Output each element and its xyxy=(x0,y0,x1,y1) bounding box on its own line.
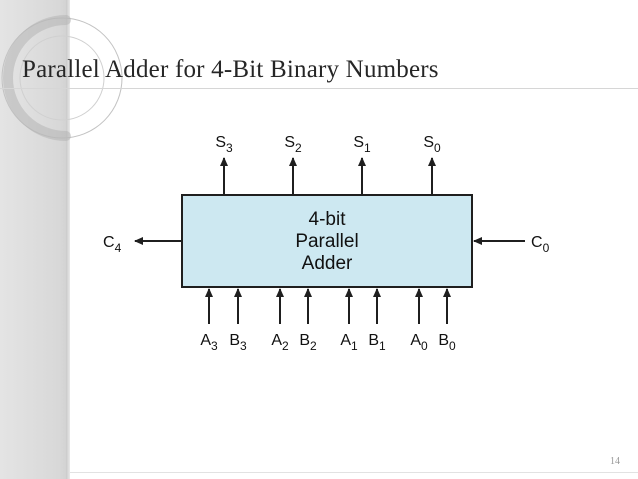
input-label-b3: B3 xyxy=(229,332,247,353)
output-label-s3-letter: S xyxy=(215,134,226,151)
input-label-b0: B0 xyxy=(438,332,456,353)
block-label-line-1: 4-bit xyxy=(309,209,347,230)
carry-out-label-subscript: 4 xyxy=(115,241,122,255)
input-label-a3-subscript: 3 xyxy=(211,339,218,353)
carry-in-label-subscript: 0 xyxy=(543,241,550,255)
input-label-b1: B1 xyxy=(368,332,386,353)
carry-out-label-letter: C xyxy=(103,234,115,251)
output-label-s3-subscript: 3 xyxy=(226,141,233,155)
input-label-a2: A2 xyxy=(271,332,289,353)
input-label-a0: A0 xyxy=(410,332,428,353)
input-label-a3-letter: A xyxy=(200,332,211,349)
slide-number: 14 xyxy=(610,456,620,467)
input-label-b0-subscript: 0 xyxy=(449,339,456,353)
output-label-s1-subscript: 1 xyxy=(364,141,371,155)
input-label-b1-letter: B xyxy=(368,332,379,349)
input-label-a1: A1 xyxy=(340,332,358,353)
output-label-s0: S0 xyxy=(423,134,441,155)
input-label-b2-subscript: 2 xyxy=(310,339,317,353)
input-label-a1-subscript: 1 xyxy=(351,339,358,353)
decorative-circles xyxy=(1,15,123,141)
output-label-s3: S3 xyxy=(215,134,233,155)
output-label-s0-letter: S xyxy=(423,134,434,151)
slide-title: Parallel Adder for 4-Bit Binary Numbers xyxy=(22,56,439,83)
input-label-b3-letter: B xyxy=(229,332,240,349)
input-label-a0-letter: A xyxy=(410,332,421,349)
input-label-a1-letter: A xyxy=(340,332,351,349)
output-label-s2: S2 xyxy=(284,134,302,155)
output-label-s1-letter: S xyxy=(353,134,364,151)
input-label-b0-letter: B xyxy=(438,332,449,349)
output-label-s0-subscript: 0 xyxy=(434,141,441,155)
carry-out-label: C4 xyxy=(103,234,122,255)
input-label-a2-letter: A xyxy=(271,332,282,349)
output-label-s2-letter: S xyxy=(284,134,295,151)
input-label-b1-subscript: 1 xyxy=(379,339,386,353)
input-label-a2-subscript: 2 xyxy=(282,339,289,353)
left-band-edge xyxy=(66,0,70,479)
block-label-line-2: Parallel xyxy=(295,231,358,252)
output-label-s2-subscript: 2 xyxy=(295,141,302,155)
carry-in-label-letter: C xyxy=(531,234,543,251)
input-label-b3-subscript: 3 xyxy=(240,339,247,353)
deco-arc xyxy=(3,15,71,141)
input-label-a0-subscript: 0 xyxy=(421,339,428,353)
input-label-b2-letter: B xyxy=(299,332,310,349)
block-label-line-3: Adder xyxy=(302,253,353,274)
carry-in-label: C0 xyxy=(531,234,550,255)
input-label-a3: A3 xyxy=(200,332,218,353)
deco-ring-inner xyxy=(19,35,105,121)
title-divider xyxy=(0,88,638,89)
footer-divider xyxy=(70,472,638,473)
input-label-b2: B2 xyxy=(299,332,317,353)
output-label-s1: S1 xyxy=(353,134,371,155)
